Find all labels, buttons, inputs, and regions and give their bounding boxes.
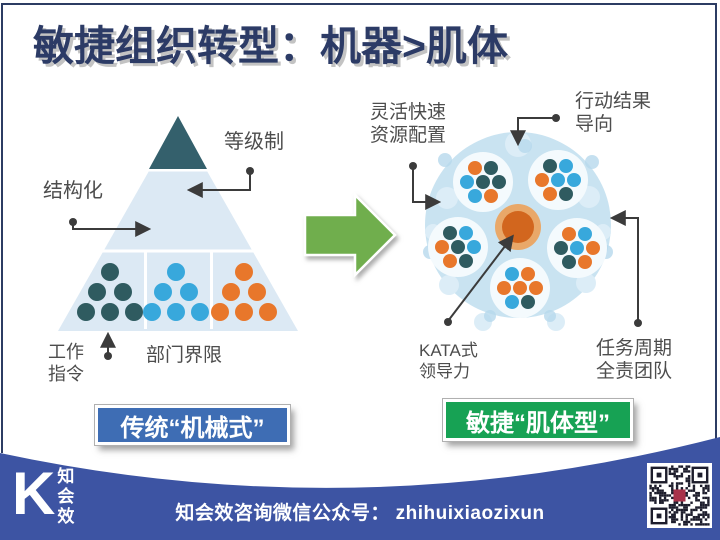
kata-connector <box>447 234 514 322</box>
connector-arrows <box>69 114 642 360</box>
logo-characters: 知会效 <box>57 467 75 526</box>
flexible-resource-label: 灵活快速 资源配置 <box>370 102 447 147</box>
kata-leadership-label: KATA式 领导力 <box>419 341 478 381</box>
wechat-account-text: 知会效咨询微信公众号： zhihuixiaozixun <box>175 503 545 524</box>
action-result-label: 行动结果 导向 <box>575 91 652 136</box>
center-leader-dot <box>502 211 534 243</box>
traditional-mechanical-badge: 传统“机械式” <box>94 404 291 446</box>
brand-logo: K 知会效 <box>12 458 74 530</box>
hierarchy-connector <box>186 172 251 198</box>
task-cycle-team-label: 任务周期 全责团队 <box>596 338 673 383</box>
flexible-connector <box>412 167 442 210</box>
team-subcircles <box>428 150 607 318</box>
logo-k-icon: K <box>12 460 56 527</box>
hierarchy-label: 等级制 <box>224 131 284 153</box>
pyramid-apex <box>149 116 207 169</box>
qr-code <box>647 463 712 528</box>
work-order-label: 工作 指令 <box>48 342 84 384</box>
pyramid-diagram <box>58 116 298 331</box>
agile-organism-badge: 敏捷“肌体型” <box>442 398 634 442</box>
structured-label: 结构化 <box>43 180 103 202</box>
pyramid-worker-dots <box>77 263 277 321</box>
task-connector <box>609 210 639 322</box>
transform-arrow-icon <box>303 191 397 279</box>
action-connector <box>510 117 555 147</box>
department-boundary-label: 部门界限 <box>146 345 223 366</box>
footer-band <box>0 437 720 540</box>
agile-circle-diagram <box>423 131 613 331</box>
page-title: 敏捷组织转型：机器>肌体 <box>33 23 508 69</box>
